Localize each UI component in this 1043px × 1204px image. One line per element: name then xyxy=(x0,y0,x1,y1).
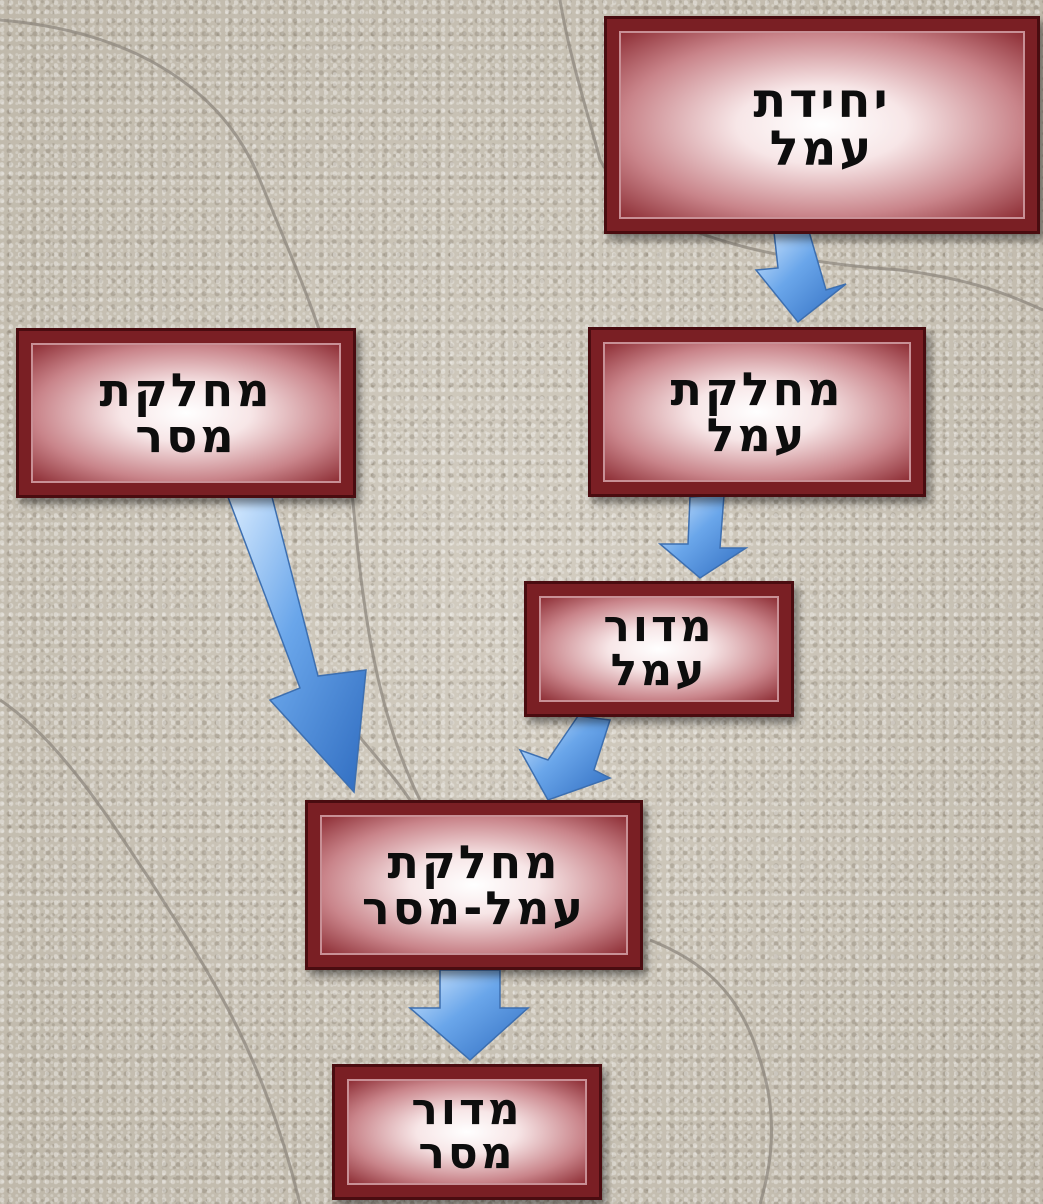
dept-labor-tax-line2: עמל-מסר xyxy=(362,885,586,931)
down-arrow-icon xyxy=(660,495,746,578)
section-labor-box: מדור עמל xyxy=(524,581,794,717)
section-tax-box: מדור מסר xyxy=(332,1064,602,1200)
down-arrow-icon xyxy=(410,970,528,1060)
section-labor-line1: מדור xyxy=(603,605,714,649)
unit-labor-line2: עמל xyxy=(770,125,875,173)
down-arrow-icon xyxy=(520,716,610,800)
dept-labor-box: מחלקת עמל xyxy=(588,327,926,497)
dept-labor-line1: מחלקת xyxy=(670,366,843,412)
down-arrow-icon xyxy=(228,497,366,792)
section-tax-line2: מסר xyxy=(418,1132,515,1176)
dept-tax-line2: מסר xyxy=(135,413,236,459)
unit-labor-box: יחידת עמל xyxy=(604,16,1040,234)
dept-labor-line2: עמל xyxy=(707,412,808,458)
section-labor-line2: עמל xyxy=(611,649,708,693)
dept-labor-tax-box: מחלקת עמל-מסר xyxy=(305,800,643,970)
dept-tax-box: מחלקת מסר xyxy=(16,328,356,498)
dept-labor-tax-line1: מחלקת xyxy=(387,839,560,885)
dept-tax-line1: מחלקת xyxy=(99,367,272,413)
down-arrow-icon xyxy=(756,228,846,322)
section-tax-line1: מדור xyxy=(411,1088,522,1132)
unit-labor-line1: יחידת xyxy=(753,77,890,125)
